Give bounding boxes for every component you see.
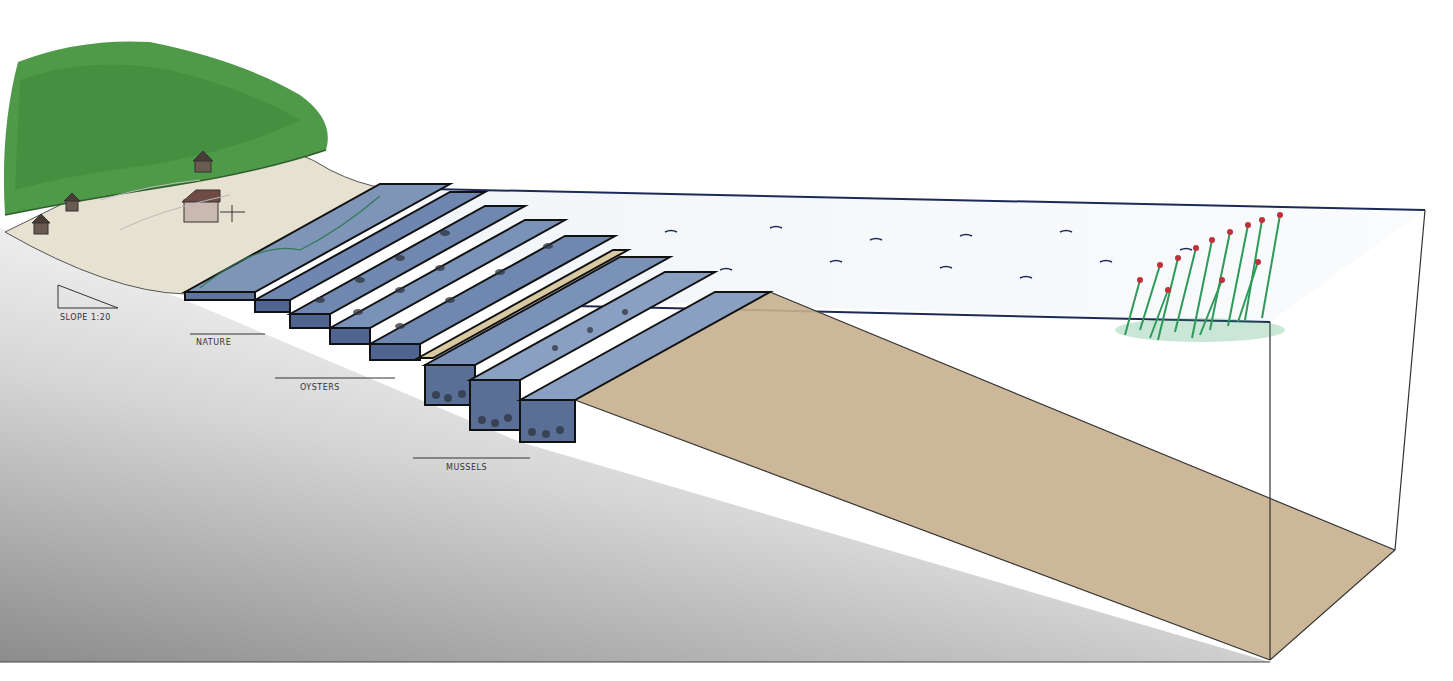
label-rule (275, 378, 395, 379)
hill-shade (15, 64, 300, 190)
green-hill (4, 41, 328, 215)
houses (32, 151, 245, 234)
label-rule (413, 458, 530, 459)
sea-floor (575, 292, 1395, 660)
paths (100, 180, 230, 230)
hill-edge (5, 150, 326, 215)
waves (640, 227, 1192, 291)
part-label: SLOPE 1:20 (60, 313, 111, 322)
troughs (185, 184, 770, 442)
floor-edges (575, 292, 1395, 660)
slope-hypotenuse (58, 285, 118, 308)
part-label: MUSSELS (446, 463, 487, 472)
box-edges (1270, 210, 1425, 660)
slope-triangle (58, 285, 118, 308)
water-back-line (385, 188, 1425, 210)
ground-line (0, 661, 1270, 662)
seagrass (1115, 212, 1285, 342)
shellfish (315, 230, 628, 438)
part-label: NATURE (196, 338, 231, 347)
part-label: OYSTERS (300, 383, 340, 392)
label-rule (190, 334, 265, 335)
